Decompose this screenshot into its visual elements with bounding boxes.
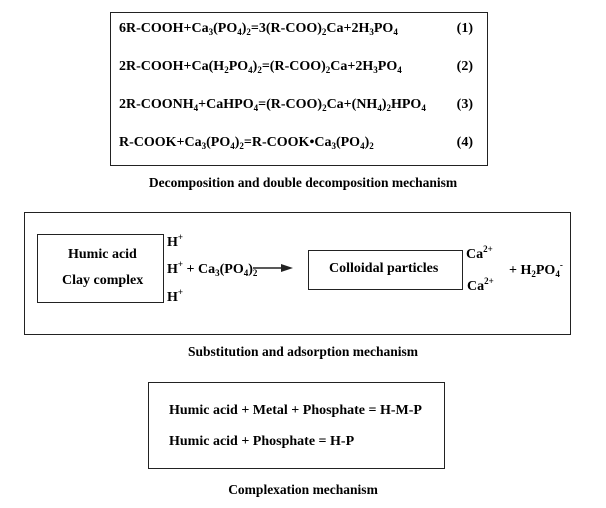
subscript-text: 4 bbox=[230, 141, 235, 151]
subscript-text: 4 bbox=[393, 27, 398, 37]
formula-text: ) bbox=[241, 21, 247, 36]
formula-text: PO bbox=[228, 59, 249, 74]
subscript-text: 3 bbox=[373, 65, 378, 75]
subscript-text: 4 bbox=[397, 65, 402, 75]
complexation-equation-1: Humic acid + Metal + Phosphate = H-M-P bbox=[169, 403, 422, 418]
complexation-caption: Complexation mechanism bbox=[228, 482, 378, 497]
subscript-text: 4 bbox=[555, 269, 560, 279]
subscript-text: 2 bbox=[369, 141, 374, 151]
equation-1: 6R-COOH+Ca3(PO4)2=3(R-COO)2Ca+2H3PO4 bbox=[119, 21, 398, 37]
formula-text: =3(R-COO) bbox=[250, 21, 322, 36]
formula-text: Ca+2H bbox=[330, 59, 374, 74]
subscript-text: 2 bbox=[325, 65, 331, 75]
formula-text: + H bbox=[509, 263, 532, 278]
complexation-equation-2: Humic acid + Phosphate = H-P bbox=[169, 434, 355, 449]
formula-text: HPO bbox=[390, 97, 422, 112]
subscript-text: 2 bbox=[322, 103, 327, 113]
substitution-caption: Substitution and adsorption mechanism bbox=[188, 344, 418, 359]
complex-label-2: Clay complex bbox=[62, 273, 144, 288]
dihydrogen-phosphate-product: + H2PO4- bbox=[509, 260, 563, 279]
subscript-text: 4 bbox=[253, 103, 259, 113]
formula-text: 6R-COOH+Ca bbox=[119, 21, 209, 36]
equation-2: 2R-COOH+Ca(H2PO4)2=(R-COO)2Ca+2H3PO4 bbox=[119, 59, 402, 75]
formula-text: PO bbox=[377, 59, 398, 74]
formula-text: 2R-COONH bbox=[119, 97, 194, 112]
colloidal-particles-label: Colloidal particles bbox=[329, 261, 439, 276]
formula-text: R-COOK+Ca bbox=[119, 135, 202, 150]
reaction-arrow-icon bbox=[253, 264, 293, 272]
complex-label-1: Humic acid bbox=[68, 247, 137, 262]
subscript-text: 2 bbox=[252, 268, 258, 278]
equation-number-4: (4) bbox=[456, 135, 473, 150]
subscript-text: 4 bbox=[421, 103, 426, 113]
supscript-text: - bbox=[559, 260, 563, 270]
proton-1: H+ bbox=[167, 232, 184, 250]
subscript-text: 4 bbox=[243, 268, 249, 278]
formula-text: PO bbox=[535, 263, 556, 278]
calcium-ion-2: Ca2+ bbox=[467, 276, 494, 294]
subscript-text: 3 bbox=[208, 27, 214, 37]
subscript-text: 2 bbox=[246, 27, 251, 37]
calcium-ion-1: Ca2+ bbox=[466, 244, 493, 262]
formula-text: ) bbox=[248, 262, 253, 277]
subscript-text: 4 bbox=[248, 65, 253, 75]
decomposition-box: 6R-COOH+Ca3(PO4)2=3(R-COO)2Ca+2H3PO4 (1)… bbox=[110, 12, 488, 166]
proton-3: H+ bbox=[167, 287, 184, 305]
decomposition-caption: Decomposition and double decomposition m… bbox=[148, 175, 458, 190]
formula-text: +CaHPO bbox=[198, 97, 254, 112]
humic-clay-complex-box bbox=[37, 234, 164, 303]
subscript-text: 3 bbox=[215, 268, 220, 278]
subscript-text: 3 bbox=[369, 27, 374, 37]
subscript-text: 2 bbox=[321, 27, 327, 37]
proton-2: H+ + Ca3(PO4)2 bbox=[167, 259, 258, 278]
equation-number-2: (2) bbox=[456, 59, 473, 74]
subscript-text: 2 bbox=[531, 269, 536, 279]
formula-text: =(R-COO) bbox=[258, 97, 323, 112]
formula-text: PO bbox=[373, 21, 394, 36]
colloidal-particles-box bbox=[308, 250, 463, 290]
formula-text: (PO bbox=[335, 135, 361, 150]
subscript-text: 3 bbox=[331, 141, 336, 151]
formula-text: =(R-COO) bbox=[261, 59, 326, 74]
subscript-text: 2 bbox=[239, 141, 244, 151]
formula-text: ) bbox=[234, 135, 240, 150]
complexation-box bbox=[148, 382, 445, 469]
formula-text: (PO bbox=[213, 21, 238, 36]
formula-text: (PO bbox=[219, 262, 244, 277]
formula-text: 2R-COOH+Ca(H bbox=[119, 59, 225, 74]
subscript-text: 2 bbox=[257, 65, 262, 75]
equation-3: 2R-COONH4+CaHPO4=(R-COO)2Ca+(NH4)2HPO4 bbox=[119, 97, 426, 113]
equation-number-1: (1) bbox=[456, 21, 473, 36]
subscript-text: 2 bbox=[224, 65, 229, 75]
equation-4: R-COOK+Ca3(PO4)2=R-COOK•Ca3(PO4)2 bbox=[119, 135, 374, 151]
formula-text: Ca+2H bbox=[326, 21, 370, 36]
formula-text: ) bbox=[364, 135, 370, 150]
formula-text: =R-COOK•Ca bbox=[243, 135, 332, 150]
formula-text: Ca+(NH bbox=[326, 97, 378, 112]
formula-text: + Ca bbox=[186, 262, 216, 277]
subscript-text: 3 bbox=[201, 141, 207, 151]
subscript-text: 4 bbox=[193, 103, 199, 113]
equation-number-3: (3) bbox=[456, 97, 473, 112]
subscript-text: 2 bbox=[386, 103, 391, 113]
subscript-text: 4 bbox=[377, 103, 382, 113]
subscript-text: 4 bbox=[360, 141, 365, 151]
formula-text: ) bbox=[252, 59, 258, 74]
formula-text: (PO bbox=[206, 135, 231, 150]
substitution-box bbox=[24, 212, 571, 335]
formula-text: ) bbox=[381, 97, 387, 112]
subscript-text: 4 bbox=[237, 27, 242, 37]
